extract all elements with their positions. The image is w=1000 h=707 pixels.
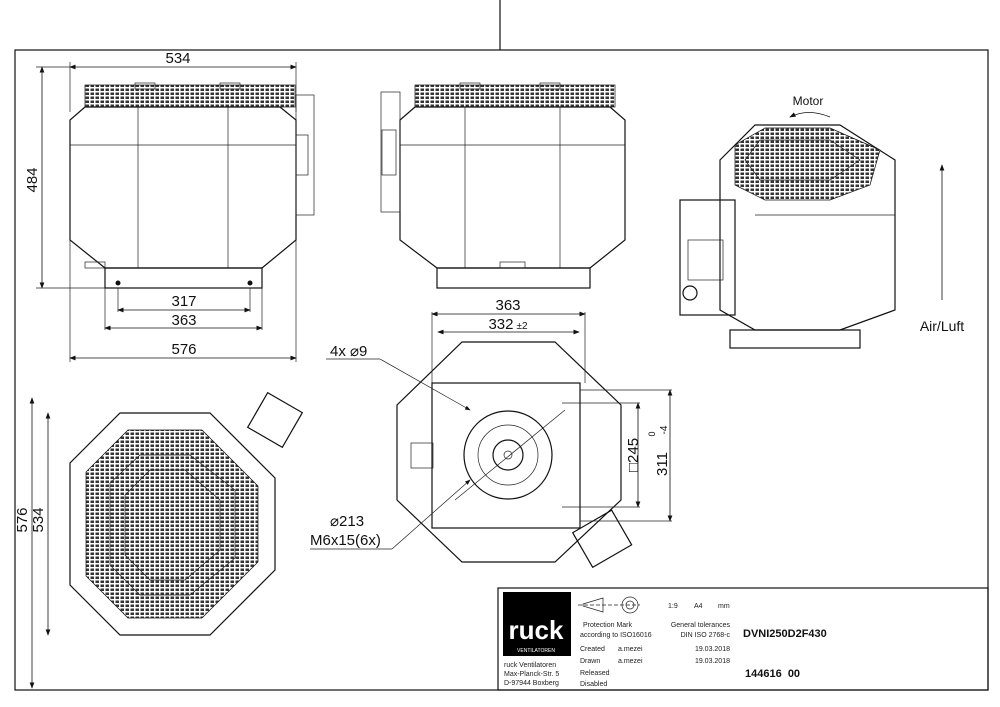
svg-text:311: 311 <box>654 452 671 476</box>
front-view: 534 484 317 363 576 <box>24 50 315 362</box>
dim-screws: M6x15(6x) <box>310 532 381 549</box>
svg-text:Released: Released <box>580 670 610 677</box>
format: A4 <box>694 603 703 610</box>
svg-text:Disabled: Disabled <box>580 681 607 688</box>
dim-311: 311 <box>654 452 671 476</box>
dim-332-tolerance: ±2 <box>516 321 527 332</box>
dim-363-flange: 363 <box>495 297 520 314</box>
svg-text:19.03.2018: 19.03.2018 <box>695 658 730 665</box>
company-line: Max-Planck-Str. 5 <box>504 671 559 678</box>
dim-square-245: □245 <box>625 438 642 472</box>
scale: 1:9 <box>668 603 678 610</box>
dim-311-tol-lower: -4 <box>659 425 670 434</box>
svg-text:VENTILATOREN: VENTILATOREN <box>517 648 555 654</box>
unit: mm <box>718 603 730 610</box>
isometric-view: Motor Air/Luft <box>679 94 964 349</box>
side-view <box>380 82 626 289</box>
title-block: ruck VENTILATOREN ruck Ventilatoren Max-… <box>497 587 989 691</box>
svg-text:Created: Created <box>580 646 605 653</box>
svg-text:DIN ISO 2768-c: DIN ISO 2768-c <box>681 632 731 639</box>
product-code: DVNI250D2F430 <box>743 628 827 640</box>
motor-label: Motor <box>793 94 824 108</box>
dim-534-front: 534 <box>165 50 190 67</box>
projection-symbol-icon <box>578 596 640 614</box>
dim-317: 317 <box>171 293 196 310</box>
svg-text:Protection Mark: Protection Mark <box>583 622 633 629</box>
ruck-logo <box>503 592 571 656</box>
svg-text:332±2: 332±2 <box>488 316 528 333</box>
svg-text:ruck: ruck <box>509 615 564 645</box>
plan-view-bottom: 363 332±2 4x ⌀9 □245 311 0 -4 ⌀213 M6x15… <box>310 297 673 569</box>
dim-363-front: 363 <box>171 312 196 329</box>
svg-text:a.mezei: a.mezei <box>618 646 643 653</box>
dim-484: 484 <box>24 167 41 192</box>
svg-text:General tolerances: General tolerances <box>671 622 731 629</box>
svg-text:a.mezei: a.mezei <box>618 658 643 665</box>
dim-576-front: 576 <box>171 341 196 358</box>
svg-text:19.03.2018: 19.03.2018 <box>695 646 730 653</box>
dim-4x-holes: 4x ⌀9 <box>330 343 367 360</box>
company-line: ruck Ventilatoren <box>504 662 556 669</box>
airflow-label: Air/Luft <box>920 318 964 334</box>
dim-332: 332 <box>488 316 513 333</box>
svg-text:Drawn: Drawn <box>580 658 600 665</box>
company-line: D-97944 Boxberg <box>504 680 559 687</box>
svg-text:according to ISO16016: according to ISO16016 <box>580 632 652 639</box>
plan-view-top: 576 534 <box>14 391 304 689</box>
dim-311-tol-upper: 0 <box>647 431 657 436</box>
dim-576-plan: 576 <box>14 507 31 532</box>
drawing-number: 144616 00 <box>745 668 800 680</box>
dim-bolt-circle: ⌀213 <box>330 513 364 530</box>
dim-534-plan: 534 <box>30 507 47 532</box>
